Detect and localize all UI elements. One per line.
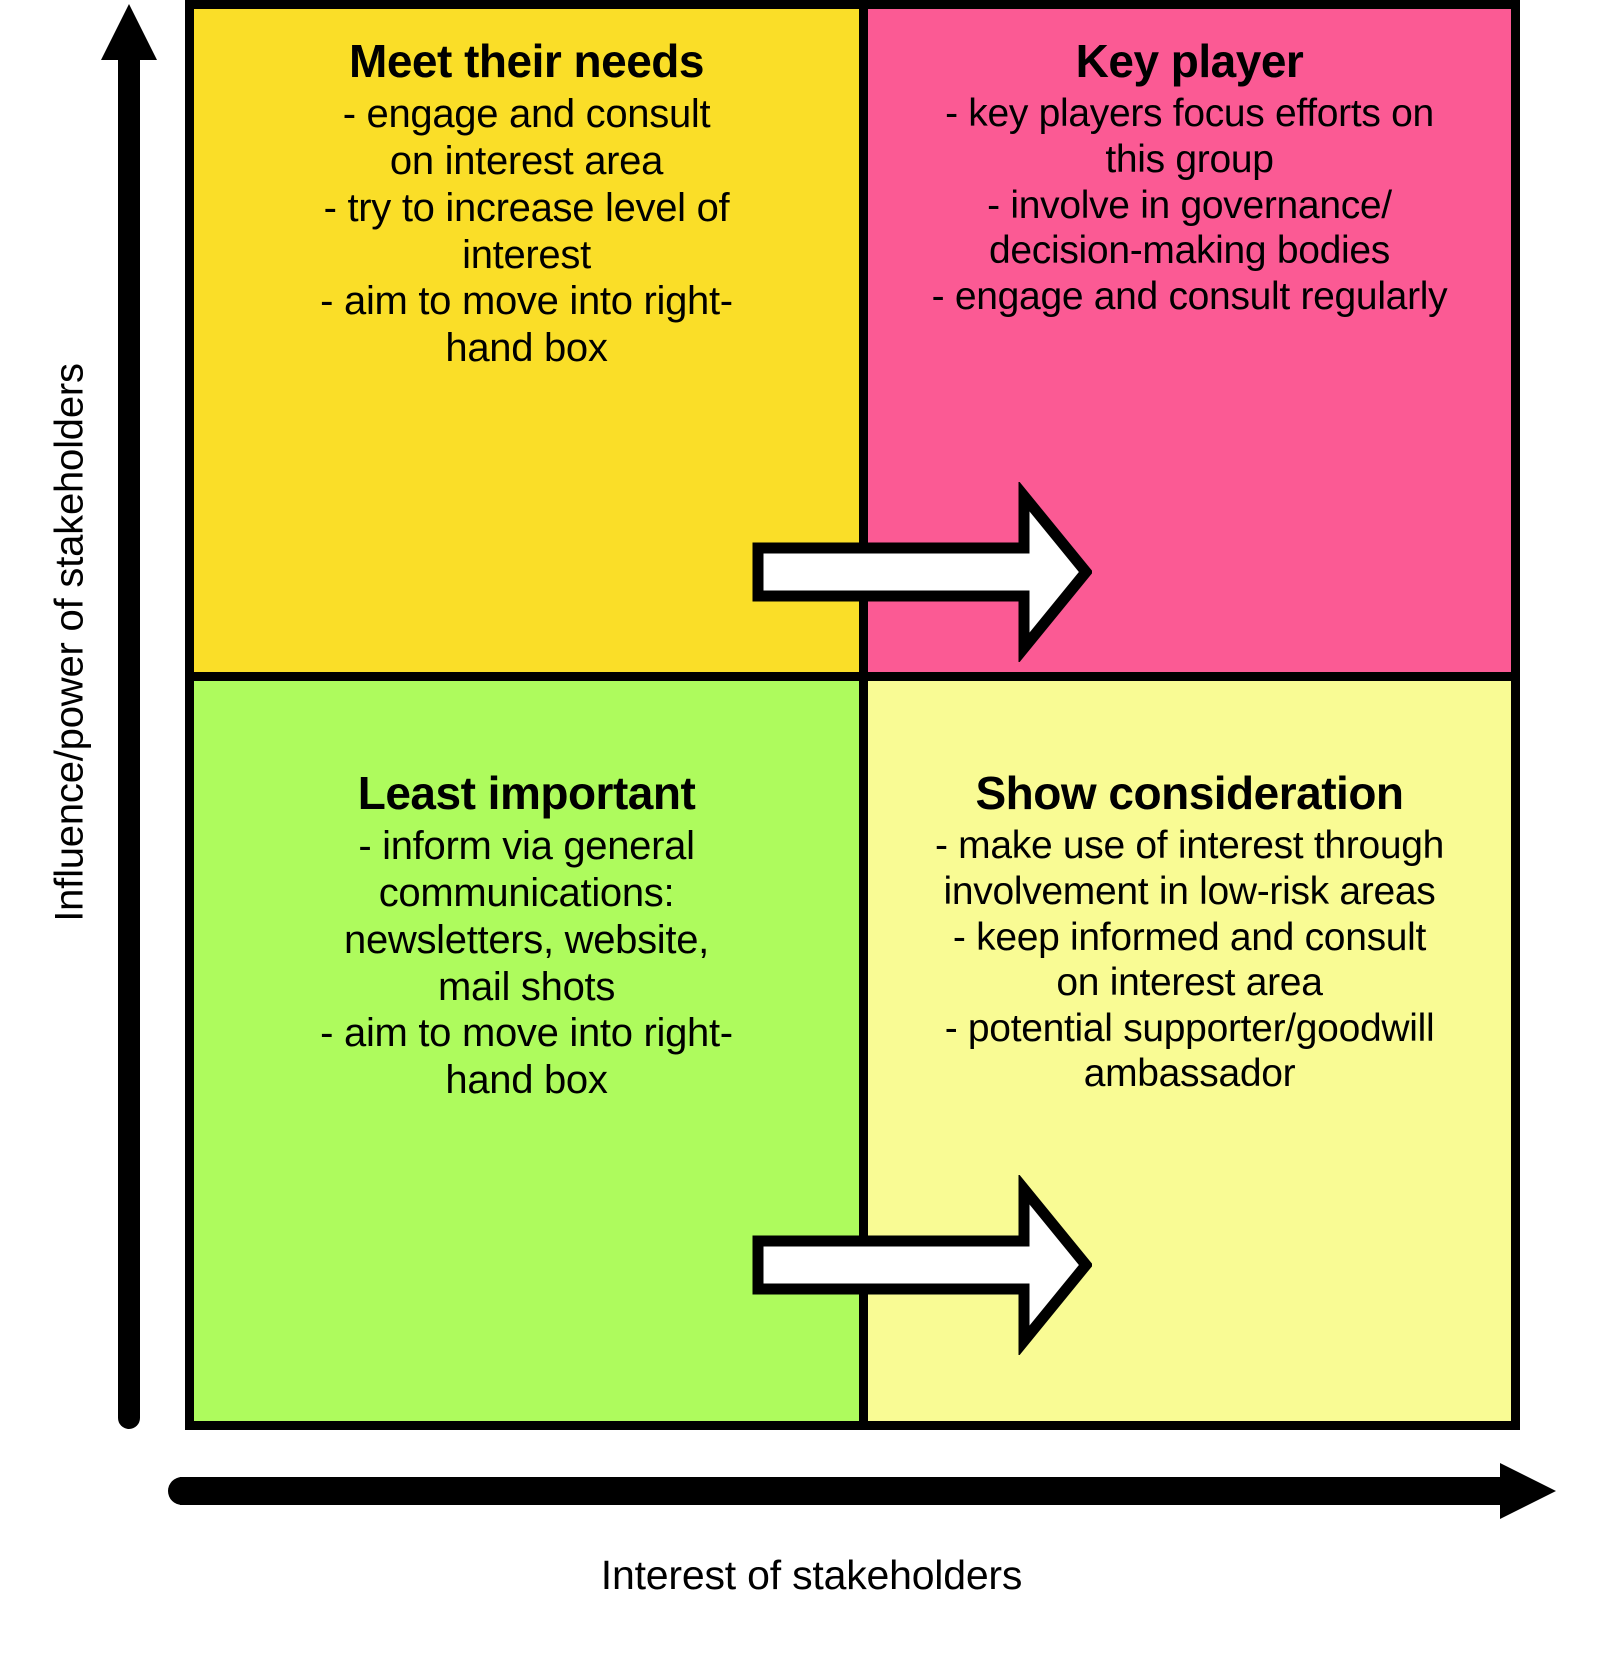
body-line: newsletters, website,: [344, 917, 709, 962]
body-line: - involve in governance/: [987, 183, 1392, 227]
body-line: on interest area: [1056, 961, 1323, 1005]
right-arrow-icon: [168, 1463, 1556, 1519]
body-line: - inform via general: [358, 824, 695, 869]
quadrant-meet-their-needs[interactable]: Meet their needs - engage and consult on…: [194, 9, 868, 681]
quadrant-show-consideration[interactable]: Show consideration - make use of interes…: [868, 681, 1511, 1421]
body-line: - engage and consult: [342, 92, 711, 137]
body-line: - potential supporter/goodwill: [944, 1006, 1435, 1050]
body-line: hand box: [445, 326, 608, 371]
body-line: mail shots: [437, 964, 616, 1009]
body-line: involvement in low-risk areas: [943, 869, 1436, 913]
body-line: - aim to move into right-: [320, 279, 733, 324]
body-line: interest: [462, 232, 591, 277]
quadrant-key-player[interactable]: Key player - key players focus efforts o…: [868, 9, 1511, 681]
quadrant-title-least-important: Least important: [357, 767, 696, 819]
body-line: this group: [1105, 137, 1274, 181]
quadrant-title-key-player: Key player: [1075, 35, 1304, 87]
matrix-grid: Meet their needs - engage and consult on…: [185, 0, 1520, 1430]
quadrant-title-meet-their-needs: Meet their needs: [349, 35, 705, 87]
x-axis-label: Interest of stakeholders: [600, 1552, 1023, 1598]
body-line: ambassador: [1083, 1052, 1296, 1096]
body-line: communications:: [378, 871, 675, 916]
quadrant-title-show-consideration: Show consideration: [975, 767, 1404, 819]
body-line: on interest area: [389, 139, 664, 184]
body-line: hand box: [445, 1058, 608, 1103]
x-axis: [160, 1455, 1560, 1535]
quadrant-body-least-important: - inform via general communications: new…: [216, 823, 837, 1104]
body-line: - engage and consult regularly: [931, 274, 1448, 318]
up-arrow-icon: [101, 4, 157, 1429]
quadrant-body-meet-their-needs: - engage and consult on interest area - …: [216, 91, 837, 372]
body-line: - try to increase level of: [323, 185, 730, 230]
body-line: - keep informed and consult: [952, 915, 1427, 959]
body-line: decision-making bodies: [989, 229, 1390, 273]
y-axis-label: Influence/power of stakeholders: [47, 363, 92, 922]
body-line: - key players focus efforts on: [945, 92, 1434, 136]
y-axis: [100, 0, 160, 1440]
quadrant-least-important[interactable]: Least important - inform via general com…: [194, 681, 868, 1421]
body-line: - make use of interest through: [934, 824, 1445, 868]
body-line: - aim to move into right-: [320, 1011, 733, 1056]
quadrant-body-show-consideration: - make use of interest through involveme…: [890, 823, 1489, 1097]
quadrant-body-key-player: - key players focus efforts on this grou…: [890, 91, 1489, 319]
